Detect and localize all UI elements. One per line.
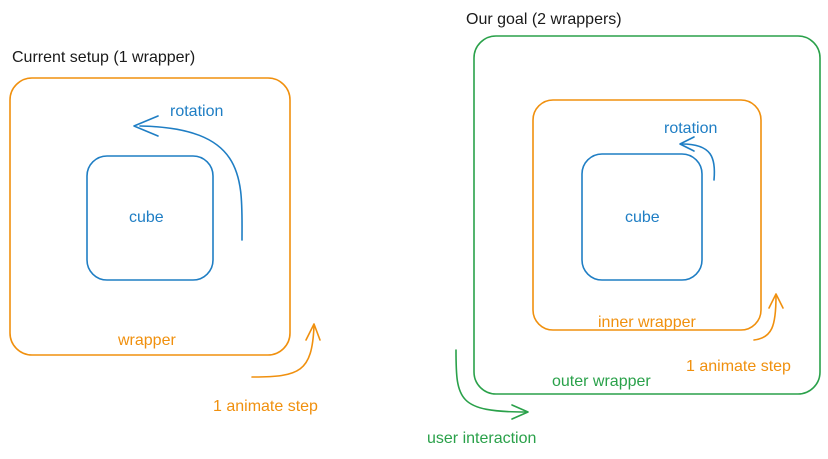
animate-step-arrow-right	[753, 293, 784, 341]
animate-step-label-right: 1 animate step	[686, 358, 791, 375]
wrapper-label: wrapper	[117, 332, 176, 349]
inner-wrapper-label: inner wrapper	[598, 314, 697, 331]
left-diagram: Current setup (1 wrapper) wrapper cube r…	[9, 49, 321, 415]
rotation-arrow-right	[679, 136, 716, 181]
outer-wrapper-box	[473, 35, 821, 395]
inner-wrapper-box	[532, 99, 762, 331]
wrapper-box	[9, 77, 291, 356]
animate-step-arrow	[251, 323, 321, 378]
animate-step-label: 1 animate step	[213, 398, 318, 415]
right-diagram: Our goal (2 wrappers) outer wrapper inne…	[427, 11, 821, 447]
rotation-arrow	[133, 115, 243, 241]
cube-label: cube	[129, 209, 164, 226]
left-diagram-title: Current setup (1 wrapper)	[12, 49, 195, 66]
rotation-label-right: rotation	[664, 120, 717, 137]
rotation-label: rotation	[170, 103, 223, 120]
cube-box-right	[581, 153, 703, 281]
cube-box	[86, 155, 214, 281]
user-interaction-label: user interaction	[427, 430, 536, 447]
right-diagram-title: Our goal (2 wrappers)	[466, 11, 622, 28]
outer-wrapper-label: outer wrapper	[552, 373, 651, 390]
cube-label-right: cube	[625, 209, 660, 226]
user-interaction-arrow	[455, 349, 529, 420]
